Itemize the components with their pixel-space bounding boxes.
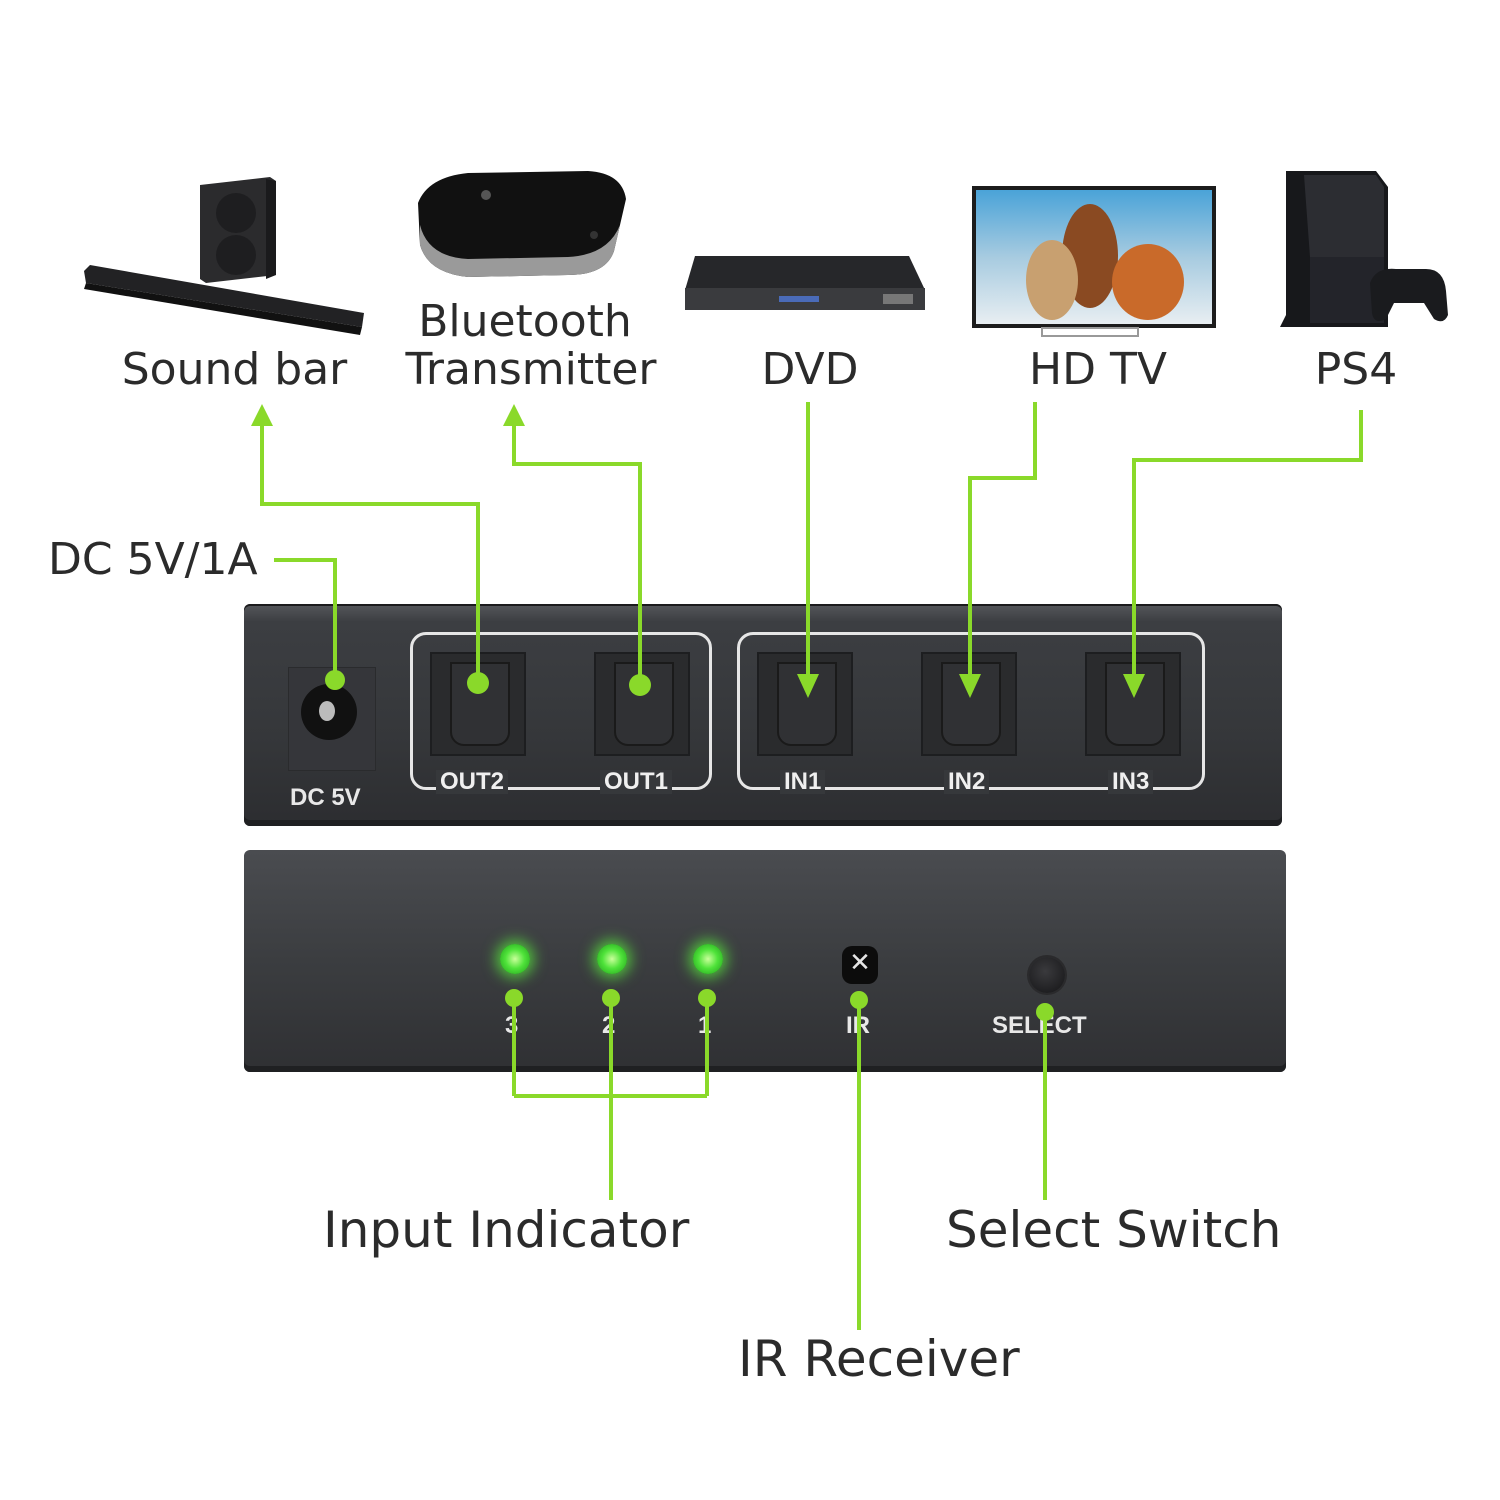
- front-panel: [244, 850, 1286, 1072]
- ps4-image: [1276, 165, 1451, 335]
- sound-bar-image: [80, 175, 370, 345]
- power-callout-label: DC 5V/1A: [48, 534, 258, 585]
- bluetooth-label-line1: Bluetooth: [418, 296, 632, 347]
- port-label-in3: IN3: [1108, 770, 1154, 794]
- port-label-out1: OUT1: [600, 770, 673, 794]
- sound-bar-label: Sound bar: [121, 344, 348, 395]
- dvd-player-image: [683, 252, 928, 316]
- arrow-up-sound-bar: [251, 404, 273, 426]
- bluetooth-transmitter-image: [408, 165, 633, 285]
- led-label-2: 2: [602, 1012, 616, 1039]
- ir-label: IR: [846, 1012, 870, 1039]
- dc-power-jack[interactable]: [288, 667, 376, 771]
- port-socket: [941, 662, 1001, 746]
- input-indicator-label: Input Indicator: [323, 1201, 690, 1259]
- input-led-1: [693, 944, 723, 974]
- optical-port-in3[interactable]: [1085, 652, 1181, 756]
- port-socket: [1105, 662, 1165, 746]
- select-label: SELECT: [992, 1012, 1087, 1039]
- input-led-2: [597, 944, 627, 974]
- port-socket: [450, 662, 510, 746]
- port-label-out2: OUT2: [436, 770, 509, 794]
- ir-receiver-window: ✕: [842, 946, 878, 984]
- optical-port-in2[interactable]: [921, 652, 1017, 756]
- port-socket: [777, 662, 837, 746]
- led-label-3: 3: [505, 1012, 519, 1039]
- ir-receiver-label: IR Receiver: [738, 1330, 1020, 1388]
- optical-port-out2[interactable]: [430, 652, 526, 756]
- ir-x-icon: ✕: [849, 948, 871, 978]
- bluetooth-label-line2: Transmitter: [405, 344, 657, 395]
- input-led-3: [500, 944, 530, 974]
- optical-port-out1[interactable]: [594, 652, 690, 756]
- dc-jack-pin: [319, 701, 335, 721]
- select-button[interactable]: [1029, 957, 1065, 993]
- port-label-in1: IN1: [780, 770, 826, 794]
- hd-tv-label: HD TV: [1029, 344, 1167, 395]
- dvd-label: DVD: [761, 344, 859, 395]
- led-label-1: 1: [698, 1012, 712, 1039]
- port-socket: [614, 662, 674, 746]
- arrow-up-bluetooth: [503, 404, 525, 426]
- ps4-label: PS4: [1314, 344, 1398, 395]
- hd-tv-image: [972, 186, 1216, 338]
- dc-label: DC 5V: [290, 784, 361, 811]
- optical-port-in1[interactable]: [757, 652, 853, 756]
- port-label-in2: IN2: [944, 770, 990, 794]
- select-switch-label: Select Switch: [946, 1201, 1282, 1259]
